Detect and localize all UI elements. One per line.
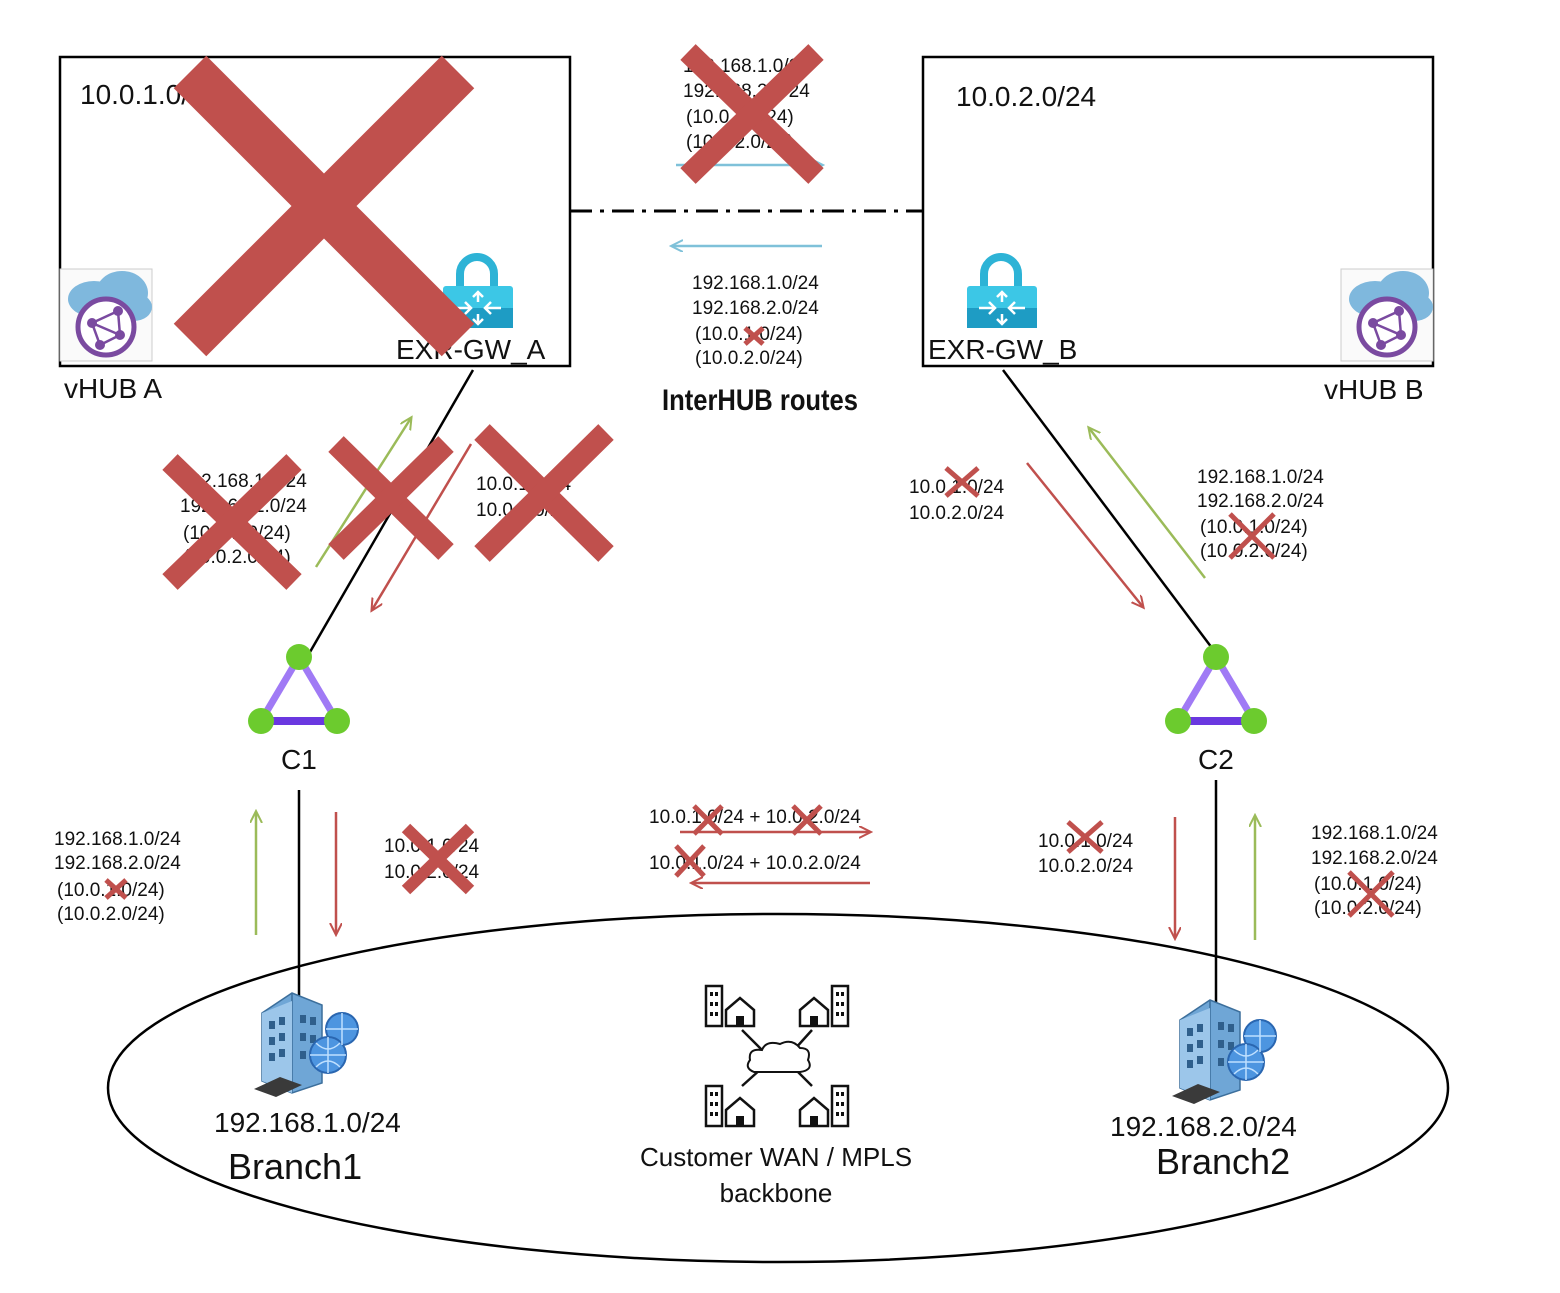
route-line: 10.0.2.0/24 — [1038, 856, 1134, 877]
vhub-a-label: vHUB A — [64, 373, 162, 404]
br2-up-routes: 192.168.1.0/24 192.168.2.0/24 (10.0.1.0/… — [1311, 823, 1438, 919]
route-line: 10.0.2.0/24 — [909, 503, 1005, 524]
c2-up-routes: 192.168.1.0/24 192.168.2.0/24 (10.0.1.0/… — [1197, 467, 1324, 562]
route-line: 192.168.1.0/24 — [54, 829, 181, 850]
interhub-bottom-routes: 192.168.1.0/24 192.168.2.0/24 (10.0.1.0/… — [692, 273, 819, 369]
small-x-mark — [104, 326, 1395, 918]
c1-label: C1 — [281, 744, 317, 775]
virtual-wan-hub-icon — [60, 269, 152, 361]
x-mark — [401, 823, 475, 895]
c2-label: C2 — [1198, 744, 1234, 775]
route-line: 192.168.2.0/24 — [1197, 491, 1324, 512]
branch1-name: Branch1 — [228, 1146, 362, 1187]
wan-route-left: 10.0.1.0/24 + 10.0.2.0/24 — [649, 853, 861, 874]
wan-backbone-ellipse — [106, 912, 1450, 1264]
route-line: 10.0.1.0/24 — [1038, 831, 1134, 852]
wan-label-line1: Customer WAN / MPLS — [640, 1142, 912, 1172]
virtual-wan-hub-icon — [1341, 269, 1433, 361]
wan-network-icon — [704, 984, 850, 1128]
expressroute-circuit-icon — [1165, 644, 1267, 734]
branch-building-icon — [253, 992, 359, 1098]
route-line: 192.168.1.0/24 — [1311, 823, 1438, 844]
route-line: 192.168.2.0/24 — [692, 298, 819, 319]
wan-route-right: 10.0.1.0/24 + 10.0.2.0/24 — [649, 807, 861, 828]
exr-gw-a-label: EXR-GW_A — [396, 334, 546, 365]
branch1-prefix: 192.168.1.0/24 — [214, 1107, 401, 1138]
br1-up-routes: 192.168.1.0/24 192.168.2.0/24 (10.0.1.0/… — [54, 829, 181, 925]
exr-gw-b-label: EXR-GW_B — [928, 334, 1077, 365]
large-x-mark — [173, 55, 475, 357]
route-line: 192.168.1.0/24 — [692, 273, 819, 294]
c2-up-arrow — [1089, 428, 1206, 579]
red-x-marks — [104, 44, 1395, 918]
route-line: (10.0.1.0/24) — [1314, 874, 1422, 895]
c2-down-arrow — [1026, 462, 1143, 607]
expressroute-gateway-icon — [967, 257, 1037, 328]
vhub-b-label: vHUB B — [1324, 374, 1424, 405]
wan-label-line2: backbone — [720, 1178, 833, 1208]
vhub-b-prefix: 10.0.2.0/24 — [956, 81, 1096, 112]
gw-b-to-c2-link — [1002, 369, 1216, 653]
branch2-name: Branch2 — [1156, 1141, 1290, 1182]
branch2-prefix: 192.168.2.0/24 — [1110, 1111, 1297, 1142]
interhub-routes-title: InterHUB routes — [662, 384, 858, 417]
branch-building-icon — [1171, 999, 1277, 1105]
route-line: 192.168.2.0/24 — [1311, 848, 1438, 869]
route-line: 192.168.2.0/24 — [54, 853, 181, 874]
br2-down-routes: 10.0.1.0/24 10.0.2.0/24 — [1038, 831, 1134, 877]
route-line: (10.0.2.0/24) — [57, 904, 165, 925]
route-line: (10.0.1.0/24) — [1200, 517, 1308, 538]
route-line: (10.0.2.0/24) — [695, 348, 803, 369]
route-line: 192.168.1.0/24 — [1197, 467, 1324, 488]
expressroute-circuit-icon — [248, 644, 350, 734]
route-line: (10.0.2.0/24) — [1314, 898, 1422, 919]
route-line: (10.0.2.0/24) — [1200, 541, 1308, 562]
x-mark — [162, 44, 824, 590]
